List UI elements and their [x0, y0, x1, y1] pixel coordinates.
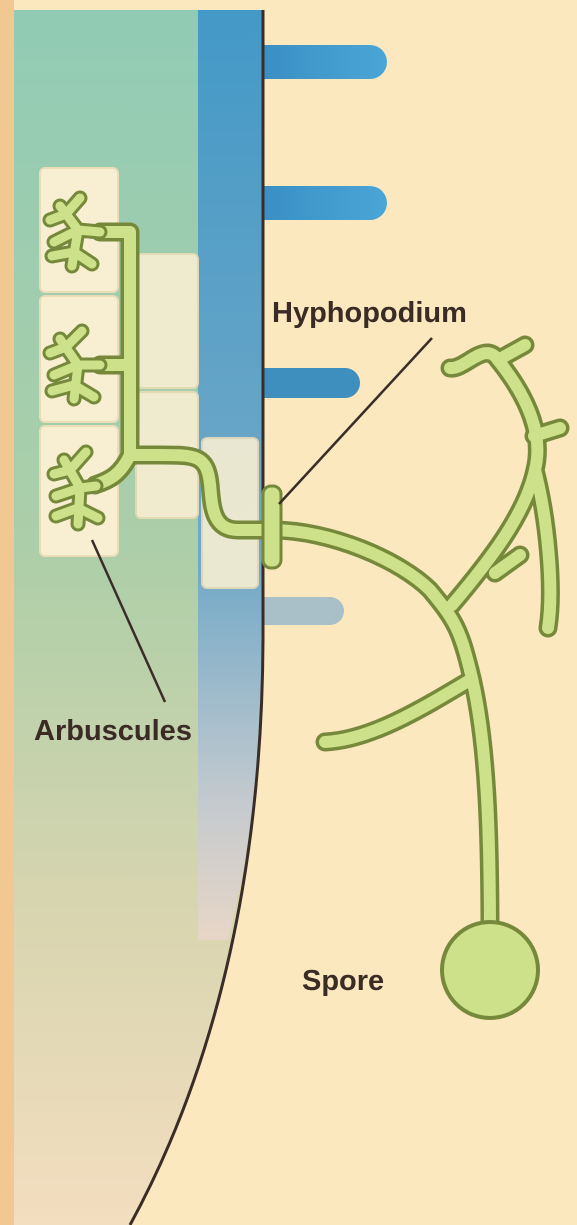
- root-hair-3: [263, 368, 360, 398]
- spore-label: Spore: [302, 965, 384, 997]
- hyphopodium: [263, 486, 281, 568]
- hyphopodium-label: Hyphopodium: [272, 297, 467, 329]
- root-hair-4: [263, 597, 344, 625]
- root-hair-2: [263, 186, 387, 220]
- spore: [442, 922, 538, 1018]
- background-left-edge: [0, 0, 14, 1225]
- root-cell: [136, 254, 198, 388]
- arbuscules-label: Arbuscules: [34, 715, 192, 747]
- root-hair-1: [263, 45, 387, 79]
